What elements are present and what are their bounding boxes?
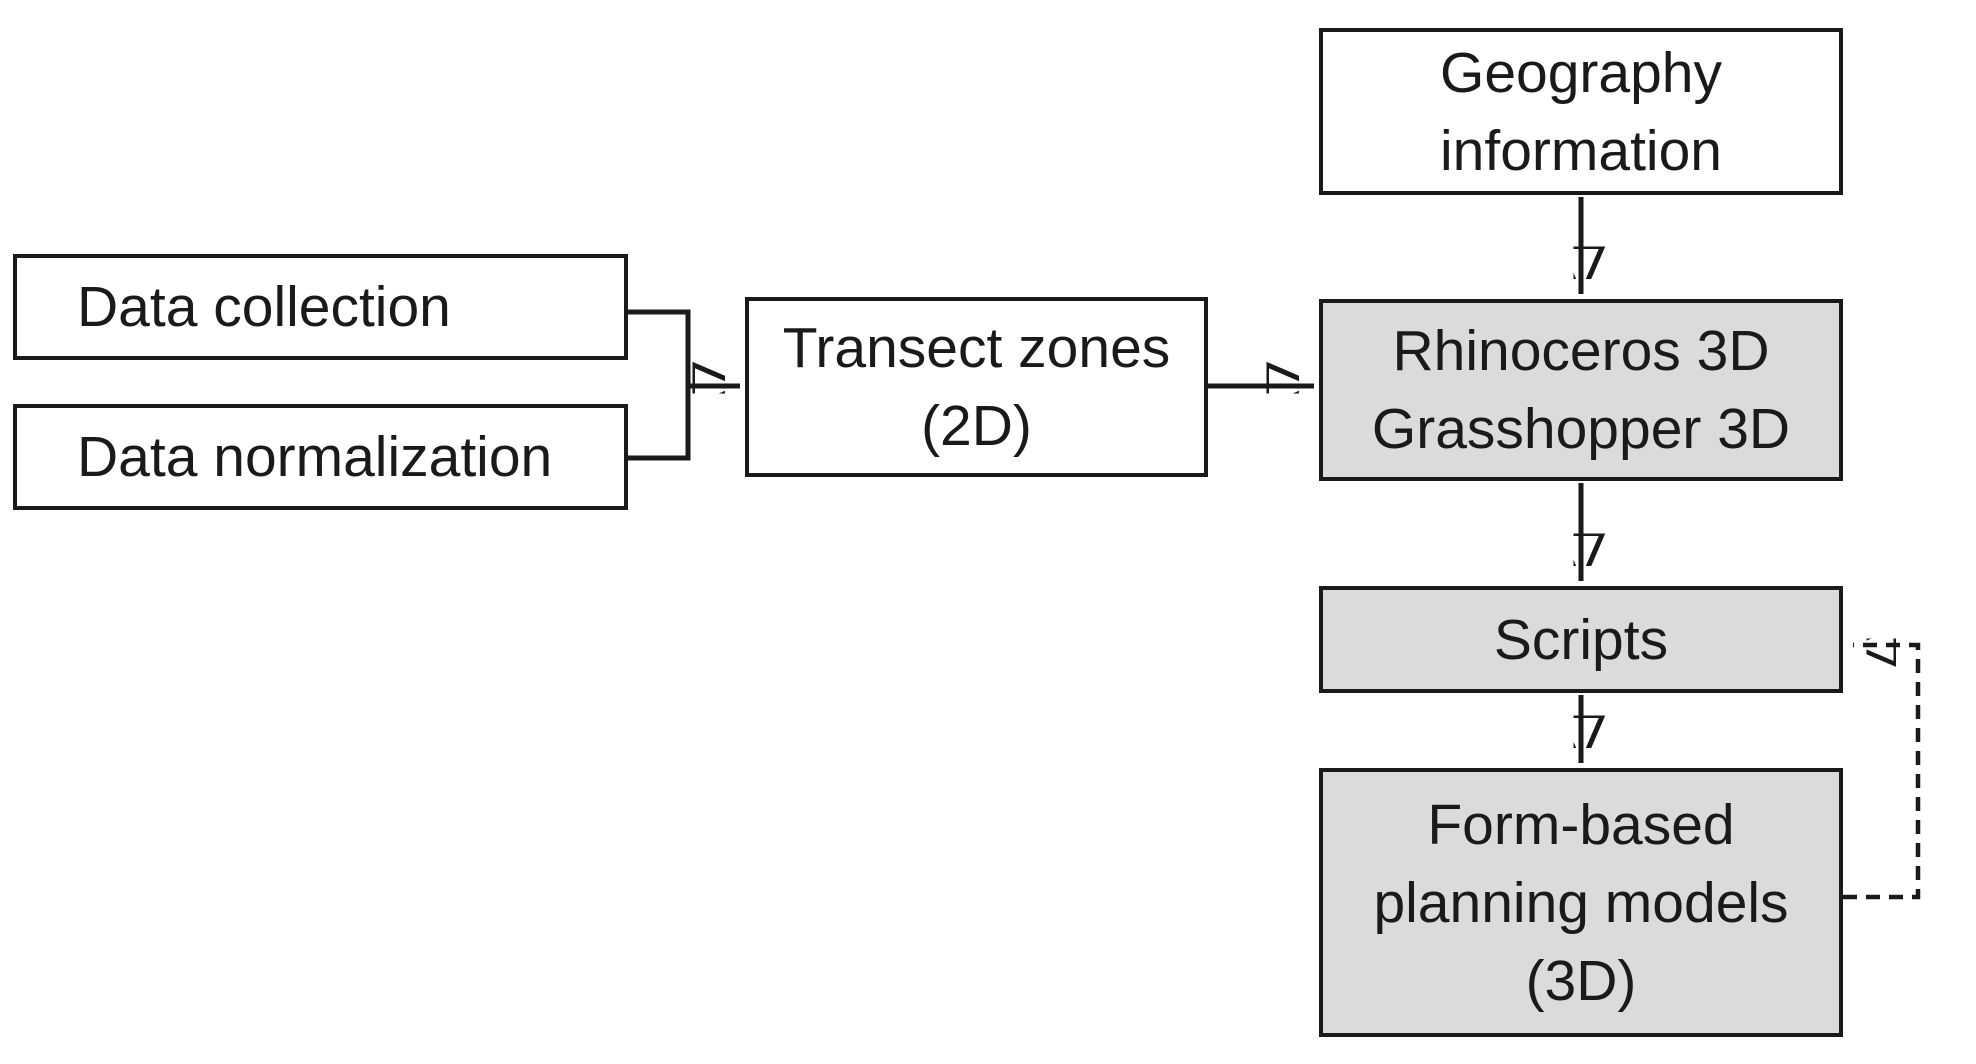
connector-merge-bracket	[628, 309, 691, 461]
node-form-based-planning-models: Form-based planning models (3D)	[1319, 768, 1843, 1037]
node-label-line: Form-based	[1427, 792, 1735, 857]
arrow-feedback-form-based-to-scripts	[1843, 645, 1921, 900]
node-label-line: Geography	[1439, 40, 1723, 105]
node-transect-zones: Transect zones (2D)	[745, 297, 1208, 477]
node-label-line: (3D)	[1525, 948, 1637, 1013]
node-label-line: Data normalization	[77, 425, 553, 489]
node-label-line: Data collection	[77, 275, 451, 339]
node-data-normalization: Data normalization	[13, 404, 628, 510]
node-label-line: (2D)	[921, 394, 1032, 458]
node-label-line: Grasshopper 3D	[1371, 397, 1791, 461]
node-label-line: Rhinoceros 3D	[1392, 319, 1770, 383]
node-label-line: planning models	[1373, 870, 1789, 935]
node-rhinoceros-grasshopper: Rhinoceros 3D Grasshopper 3D	[1319, 299, 1843, 481]
node-geography-information: Geography information	[1319, 28, 1843, 195]
node-label-line: information	[1440, 118, 1722, 183]
node-label-line: Scripts	[1493, 607, 1669, 672]
node-label-line: Transect zones	[782, 316, 1171, 380]
node-data-collection: Data collection	[13, 254, 628, 360]
node-scripts: Scripts	[1319, 586, 1843, 693]
